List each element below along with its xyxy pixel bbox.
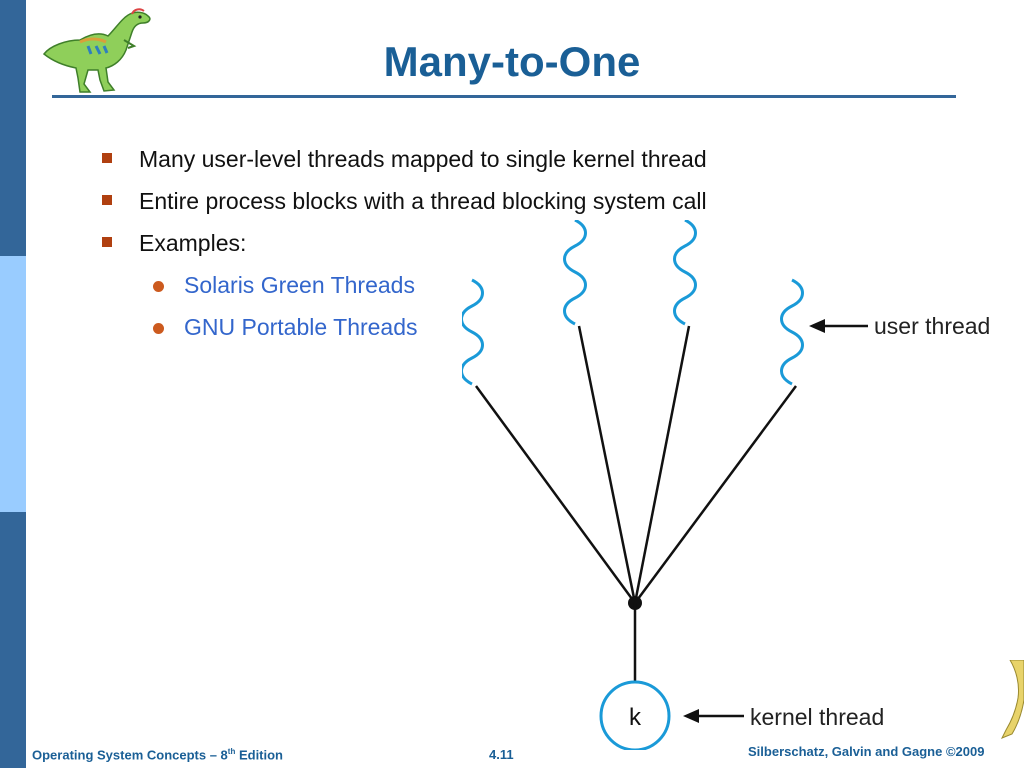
sidebar-stripe xyxy=(0,0,26,768)
footer-book-title: Operating System Concepts – 8th Edition xyxy=(32,747,284,763)
decorative-dinosaur-icon xyxy=(1000,660,1024,739)
user-thread-wave xyxy=(673,220,697,326)
user-thread-wave xyxy=(780,278,804,386)
kernel-node-label: k xyxy=(629,704,642,731)
user-thread-arrowhead xyxy=(809,319,825,333)
user-thread-wave xyxy=(462,278,484,386)
sidebar-highlight xyxy=(0,256,26,512)
dinosaur-logo-icon xyxy=(42,8,151,93)
many-to-one-diagram: k user thread kernel thread xyxy=(462,220,1000,750)
bullet-square-icon xyxy=(102,153,112,163)
bullet-text: Many user-level threads mapped to single… xyxy=(139,146,707,172)
example-item: GNU Portable Threads xyxy=(184,314,418,340)
mapping-line xyxy=(633,385,798,604)
kernel-thread-label: kernel thread xyxy=(750,704,884,730)
mapping-line xyxy=(633,325,691,604)
title-divider xyxy=(52,95,956,98)
mapping-line xyxy=(577,325,637,604)
user-thread-label: user thread xyxy=(874,313,990,339)
bullet-dot-icon xyxy=(153,281,164,292)
bullet-text: Examples: xyxy=(139,230,247,256)
page-title: Many-to-One xyxy=(383,38,641,85)
kernel-thread-node xyxy=(599,680,671,750)
footer-copyright: Silberschatz, Galvin and Gagne ©2009 xyxy=(748,744,985,759)
example-item: Solaris Green Threads xyxy=(184,272,415,298)
bullet-text: Entire process blocks with a thread bloc… xyxy=(139,188,707,214)
mapping-line xyxy=(474,385,637,604)
footer-page-number: 4.11 xyxy=(489,747,514,762)
bullet-square-icon xyxy=(102,195,112,205)
user-thread-wave xyxy=(563,220,587,326)
kernel-thread-arrowhead xyxy=(683,709,699,723)
bullet-square-icon xyxy=(102,237,112,247)
bullet-dot-icon xyxy=(153,323,164,334)
